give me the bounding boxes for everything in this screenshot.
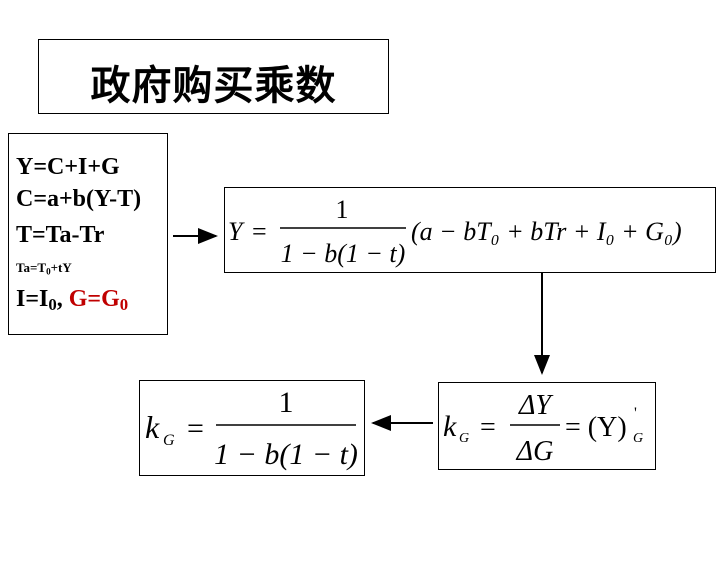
f3-numerator: 1 — [279, 386, 294, 419]
equation-income: Y=C+I+G — [16, 154, 120, 180]
f2-rhs: = (Y) — [565, 412, 627, 443]
f2-rhs-sub: G — [633, 431, 643, 446]
equation-investment: I=I — [16, 286, 49, 312]
multiplier-result-formula: k G = 1 1 − b(1 − t) — [145, 386, 358, 471]
equilibrium-income-formula: Y = 1 1 − b(1 − t) (a − bT₀ + bTr + I₀ +… — [228, 195, 682, 268]
multiplier-definition-formula: k G = ΔY ΔG = (Y) ' G — [443, 390, 643, 467]
multiplier-definition-formula-box — [438, 382, 656, 470]
f3-lhs-sub: G — [163, 432, 175, 449]
f1-rhs: (a − bT₀ + bTr + I₀ + G₀) — [411, 217, 682, 246]
f1-equals: = — [252, 217, 267, 246]
title-box: 政府购买乘数 — [38, 39, 389, 114]
f2-rhs-sup: ' — [634, 405, 637, 422]
f3-denominator: 1 − b(1 − t) — [214, 438, 358, 471]
equation-tax: T=Ta-Tr — [16, 222, 105, 248]
equation-tax-autonomous: Ta=T0+tY — [16, 260, 72, 277]
f2-numerator: ΔY — [518, 390, 554, 421]
f2-equals: = — [480, 412, 496, 443]
f2-lhs-sub: G — [459, 431, 469, 446]
f1-denominator: 1 − b(1 − t) — [281, 239, 406, 268]
multiplier-result-formula-box — [139, 380, 365, 476]
f3-lhs: k — [145, 409, 160, 445]
slide-title: 政府购买乘数 — [90, 63, 337, 109]
equation-government: G=G — [68, 286, 120, 312]
model-equations-box: Y=C+I+G C=a+b(Y-T) T=Ta-Tr Ta=T0+tY I=I0… — [8, 133, 168, 335]
equation-investment-government: I=I0, G=G0 — [16, 286, 129, 315]
f3-equals: = — [187, 412, 204, 445]
f2-lhs: k — [443, 410, 457, 443]
f2-denominator: ΔG — [516, 436, 554, 467]
equation-consumption: C=a+b(Y-T) — [16, 186, 142, 212]
f1-lhs: Y — [228, 217, 245, 246]
equilibrium-income-formula-box — [224, 187, 716, 273]
f1-numerator: 1 — [336, 195, 349, 224]
